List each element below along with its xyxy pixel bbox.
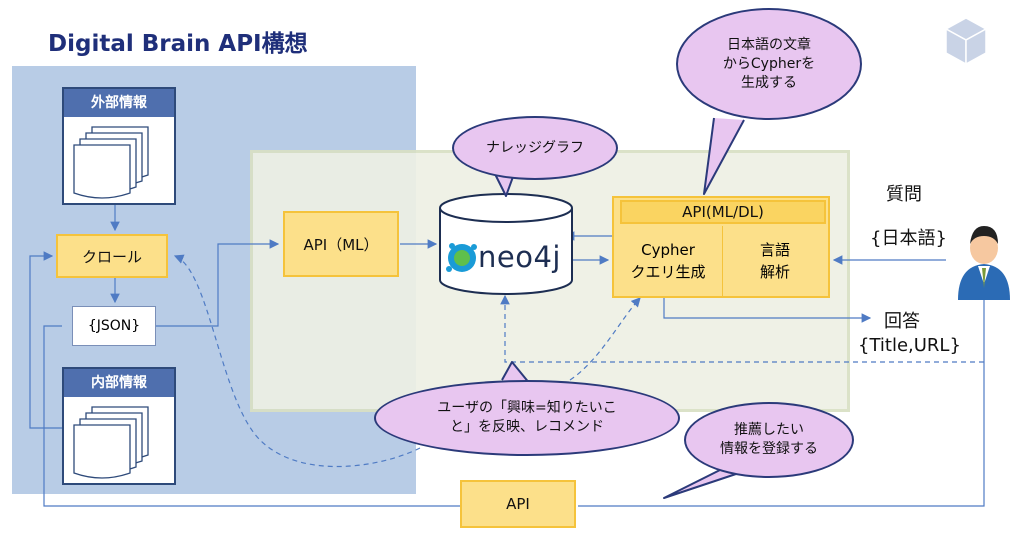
- knowledge-graph-bubble: ナレッジグラフ: [452, 116, 618, 180]
- internal-info-label: 内部情報: [64, 369, 174, 397]
- bubble-interest-line2: と」を反映、レコメンド: [450, 419, 604, 435]
- page-title: Digital Brain API構想: [48, 31, 308, 57]
- answer-label: 回答: [884, 311, 920, 332]
- interest-recommend-bubble: ユーザの「興味=知りたいこ と」を反映、レコメンド: [374, 380, 680, 456]
- document-stack-icon: [73, 126, 149, 199]
- bubble-cypher-line2: からCypherを: [722, 55, 816, 72]
- bubble-recommend-line2: 情報を登録する: [720, 441, 818, 457]
- internal-info-box: 内部情報: [62, 367, 176, 485]
- api-bottom-box: API: [460, 480, 576, 528]
- language-analysis-box: 言語 解析: [722, 226, 828, 296]
- crawl-box: クロール: [56, 234, 168, 278]
- api-ml-box: API（ML）: [283, 211, 399, 277]
- answer-sub-label: {Title,URL}: [858, 335, 961, 356]
- api-ml-dl-header: API(ML/DL): [620, 200, 826, 224]
- cypher-query-box: Cypher クエリ生成: [614, 226, 723, 296]
- register-recommend-bubble: 推薦したい 情報を登録する: [684, 402, 854, 478]
- bubble-recommend-line1: 推薦したい: [734, 422, 804, 438]
- lang-line2: 解析: [759, 263, 790, 281]
- external-info-label: 外部情報: [64, 89, 174, 117]
- external-info-box: 外部情報: [62, 87, 176, 205]
- bubble-cypher-line3: 生成する: [741, 74, 797, 91]
- bubble-interest-line1: ユーザの「興味=知りたいこ: [437, 400, 617, 416]
- neo4j-label: neo4j: [478, 240, 561, 274]
- question-sub-label: {日本語}: [870, 228, 947, 249]
- cypher-line1: Cypher: [641, 241, 695, 259]
- lang-line1: 言語: [759, 241, 790, 259]
- json-document: {JSON}: [72, 306, 156, 346]
- document-stack-icon: [73, 406, 149, 479]
- question-label: 質問: [886, 184, 922, 205]
- cypher-line2: クエリ生成: [630, 263, 706, 281]
- cypher-generation-bubble: 日本語の文章 からCypherを 生成する: [676, 8, 862, 120]
- bubble-cypher-line1: 日本語の文章: [727, 36, 811, 53]
